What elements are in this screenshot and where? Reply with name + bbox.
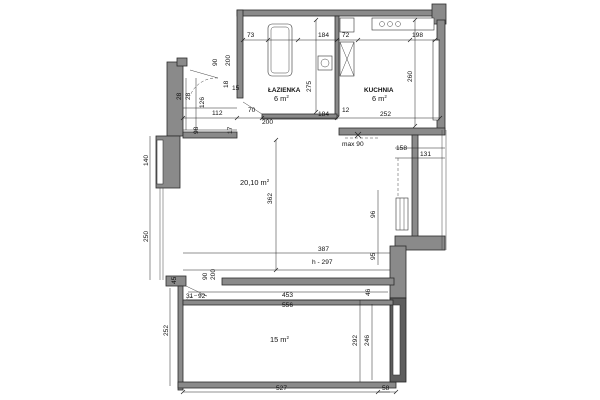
dim-70: 70 [248, 107, 256, 114]
wall-living-top [182, 131, 238, 139]
dim-max90: max 90 [342, 141, 364, 148]
wall-bath-bottom [261, 113, 338, 120]
door-entry-leaf [189, 69, 219, 79]
room-bathroom-name: ŁAZIENKA [268, 87, 301, 94]
room-kitchen-area: 6 m2 [372, 94, 387, 103]
dim-140: 140 [143, 155, 150, 166]
dim-h297: h - 297 [312, 259, 333, 266]
dim-92: 92 [198, 293, 206, 300]
wall-right-step [394, 235, 446, 251]
dim-72: 72 [342, 32, 350, 39]
wall-divider [334, 15, 340, 117]
dim-46: 46 [365, 288, 372, 296]
dim-362: 362 [267, 193, 274, 204]
dim-73: 73 [247, 32, 255, 39]
kitchen-vent [339, 17, 355, 33]
dim-453: 453 [282, 292, 293, 299]
dim-387: 387 [318, 246, 329, 253]
dim-126: 126 [199, 97, 206, 108]
wall-kitchen-bottom [338, 127, 446, 136]
dim-58: 58 [382, 385, 390, 392]
dim-95: 95 [370, 252, 377, 260]
dim-198: 198 [412, 32, 423, 39]
bathroom-sink [317, 55, 333, 71]
dim-527: 527 [276, 385, 287, 392]
wall-right-vertical [389, 245, 407, 299]
dim-98: 98 [193, 126, 200, 134]
dim-45: 45 [171, 276, 178, 284]
bathtub [267, 23, 293, 77]
dim-292: 292 [352, 335, 359, 346]
door-bath-leaf [242, 101, 263, 115]
dim-28a: 28 [176, 92, 183, 100]
dimension-lines [149, 17, 445, 395]
dim-31: 31 [186, 293, 194, 300]
window-left-niche [156, 139, 164, 185]
dim-18: 18 [223, 80, 230, 88]
dim-200-top: 200 [225, 55, 232, 66]
dim-260: 260 [407, 71, 414, 82]
dim-28b: 28 [185, 92, 192, 100]
kitchen-counter [371, 17, 435, 31]
dim-184-mid: 184 [318, 111, 329, 118]
door-balcony-swing [185, 294, 208, 301]
wall-balcony-left [177, 285, 184, 391]
doors [185, 69, 380, 301]
wall-balcony-bottom [177, 381, 397, 389]
wall-living-bottom-left [165, 275, 187, 287]
wall-left-pillar-cap [176, 57, 188, 67]
dim-200-bot: 200 [210, 269, 217, 280]
dim-252-left: 252 [163, 325, 170, 336]
wall-living-bottom [221, 277, 395, 286]
wall-top [236, 9, 444, 17]
dim-15: 15 [232, 85, 240, 92]
dim-200-mid: 200 [262, 119, 273, 126]
dim-250: 250 [143, 231, 150, 242]
wall-living-right-upper [411, 134, 419, 241]
room-living-area: 20,10 m2 [240, 178, 270, 187]
kitchen-window [432, 39, 440, 121]
dim-17: 17 [227, 126, 234, 134]
walls [155, 3, 447, 391]
dim-90-bot: 90 [202, 272, 209, 280]
radiator-right [395, 197, 409, 231]
fixtures [156, 17, 440, 231]
dim-246: 246 [364, 335, 371, 346]
room-kitchen-name: KUCHNIA [364, 87, 394, 94]
door-balcony-leaf [185, 285, 208, 297]
dim-12: 12 [342, 107, 350, 114]
wall-bath-left [236, 9, 244, 99]
dim-112: 112 [212, 110, 223, 117]
dimension-labels: 73 184 72 198 90 200 18 15 275 260 70 12… [143, 32, 431, 392]
dim-131: 131 [420, 151, 431, 158]
dim-158: 158 [396, 145, 407, 152]
dim-90-top: 90 [212, 58, 219, 66]
dim-184-top: 184 [318, 32, 329, 39]
room-bathroom-area: 6 m2 [274, 94, 289, 103]
dim-252: 252 [380, 111, 391, 118]
dim-96: 96 [370, 210, 377, 218]
door-entry-swing [189, 77, 219, 97]
window-right-lower [392, 304, 401, 376]
dim-275: 275 [306, 81, 313, 92]
room-balcony-area: 15 m2 [270, 335, 289, 344]
dim-556: 556 [282, 302, 293, 309]
